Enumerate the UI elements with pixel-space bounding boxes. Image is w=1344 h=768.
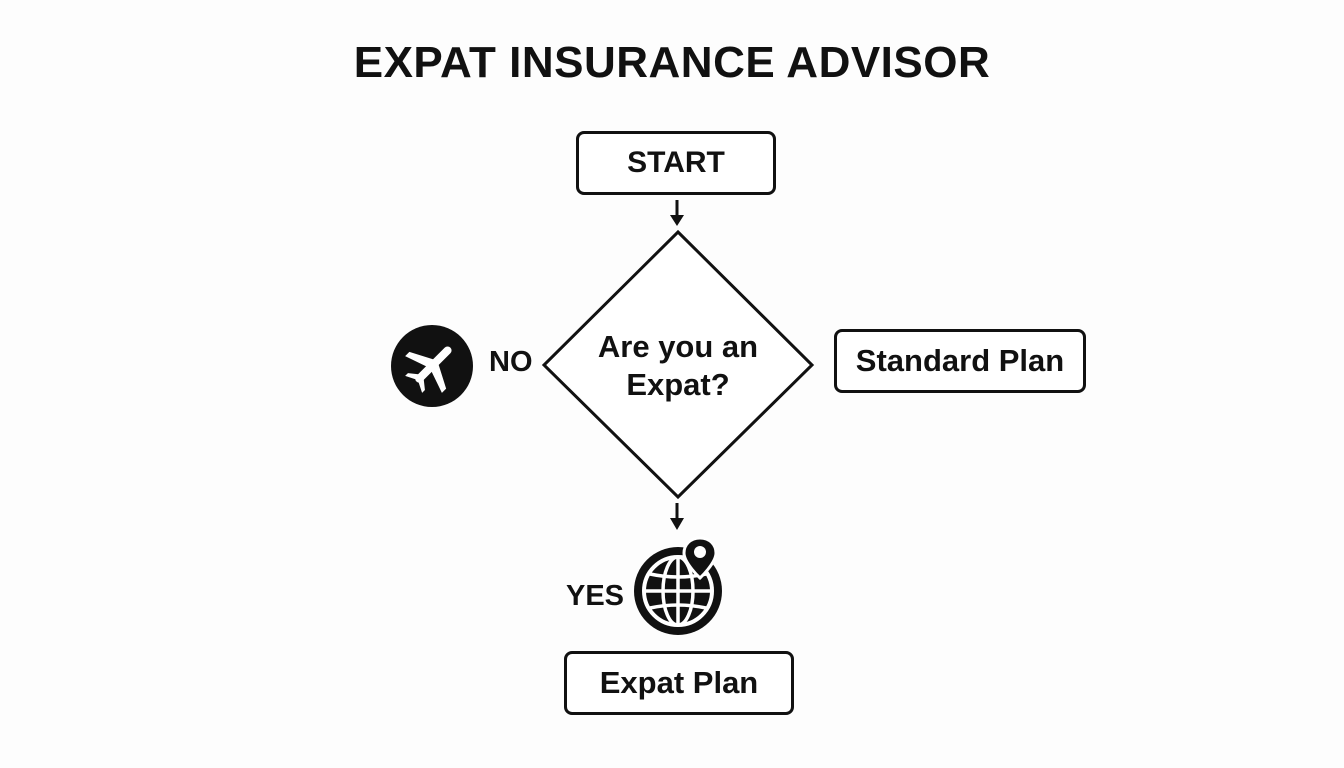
decision-line-2: Expat? [626, 367, 730, 402]
arrowhead-start-to-decision [670, 215, 684, 226]
start-node[interactable]: START [576, 131, 776, 195]
airplane-icon [391, 325, 473, 407]
decision-line-1: Are you an [597, 329, 759, 364]
decision-diamond [541, 229, 815, 500]
arrowhead-decision-to-yes [670, 518, 684, 530]
yes-branch-label: YES [566, 580, 625, 612]
expat-plan-label: Expat Plan [599, 665, 759, 700]
page-title: EXPAT INSURANCE ADVISOR [353, 38, 991, 87]
start-label: START [627, 146, 725, 179]
no-branch-label: NO [489, 346, 533, 378]
standard-plan-node[interactable]: Standard Plan [834, 329, 1086, 393]
standard-plan-label: Standard Plan [855, 343, 1065, 378]
decision-label[interactable]: Are you an Expat? [578, 328, 778, 404]
expat-plan-node[interactable]: Expat Plan [564, 651, 794, 715]
globe-location-icon [634, 536, 722, 635]
